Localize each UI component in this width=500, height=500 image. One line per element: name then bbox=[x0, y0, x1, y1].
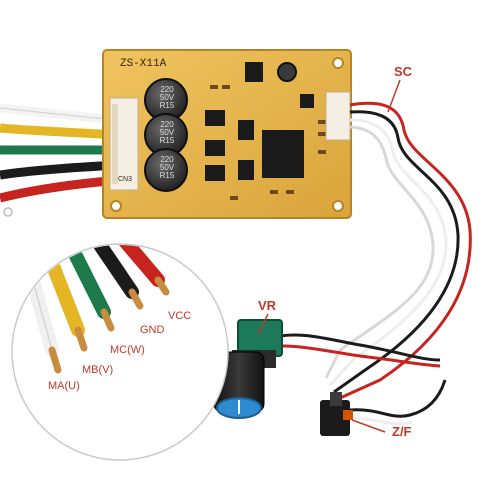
control-cable bbox=[269, 101, 472, 426]
board-cn3-text: CN3 bbox=[118, 176, 133, 183]
label-vcc: VCC bbox=[168, 310, 192, 322]
board-model-text: ZS-X11A bbox=[120, 58, 167, 70]
pointer-lines bbox=[257, 79, 401, 433]
label-ma: MA(U) bbox=[48, 380, 80, 392]
label-mb: MB(V) bbox=[82, 364, 114, 376]
pcb-board bbox=[102, 49, 352, 219]
label-mc: MC(W) bbox=[110, 344, 145, 356]
label-zf: Z/F bbox=[392, 424, 412, 439]
motor-wires-left bbox=[0, 103, 121, 203]
direction-switch bbox=[320, 392, 353, 436]
wire-inset bbox=[11, 243, 229, 461]
label-sc: SC bbox=[394, 64, 413, 79]
label-gnd: GND bbox=[140, 324, 165, 336]
capacitor-3 bbox=[144, 148, 188, 192]
label-vr: VR bbox=[258, 298, 277, 313]
